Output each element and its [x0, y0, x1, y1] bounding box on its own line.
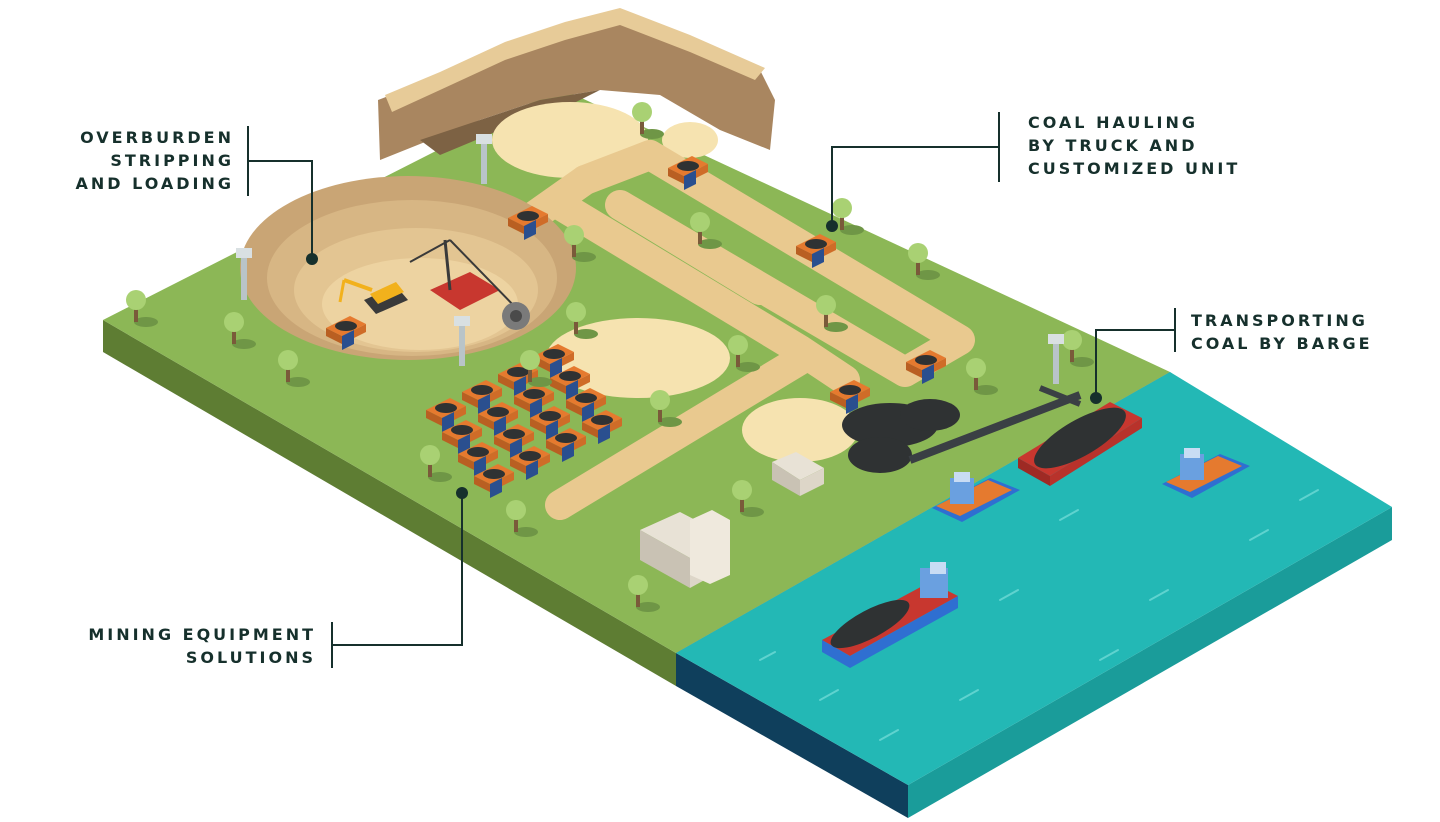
- tree-icon: [1062, 330, 1094, 367]
- dump-truck-icon: [530, 406, 570, 440]
- marker-hauling: [826, 220, 838, 232]
- water-ripples: [759, 489, 1319, 741]
- callout-hauling-line-1: COAL HAULING: [1028, 113, 1199, 132]
- dump-truck-icon: [458, 442, 498, 476]
- callout-coal-hauling: COAL HAULING BY TRUCK AND CUSTOMIZED UNI…: [1028, 111, 1240, 180]
- dump-truck-icon: [546, 428, 586, 462]
- dump-truck-icon: [830, 380, 870, 414]
- tree-icon: [628, 575, 660, 612]
- marker-barge: [1090, 392, 1102, 404]
- callout-mining-line-1: MINING EQUIPMENT: [88, 625, 316, 644]
- sand-small: [662, 122, 718, 158]
- tree-icon: [816, 295, 848, 332]
- dump-truck-icon: [582, 410, 622, 444]
- dump-truck-icon: [550, 366, 590, 400]
- water-side-left: [676, 653, 908, 818]
- tree-icon: [564, 225, 596, 262]
- dump-truck-icon: [508, 206, 548, 240]
- markers: [306, 220, 1102, 499]
- leader-hauling: [831, 112, 1000, 226]
- tree-icon: [650, 390, 682, 427]
- tree-icon: [566, 302, 598, 339]
- leader-lines: [247, 112, 1176, 668]
- coal-barge-icon: [1018, 402, 1142, 486]
- dump-truck-icon: [510, 446, 550, 480]
- excavator-icon: [338, 278, 408, 314]
- callout-overburden-line-2: STRIPPING: [110, 151, 234, 170]
- tree-icon: [506, 500, 538, 537]
- tree-icon: [420, 445, 452, 482]
- callout-hauling-line-3: CUSTOMIZED UNIT: [1028, 159, 1241, 178]
- bucket-wheel-excavator-icon: [409, 239, 530, 330]
- leader-barge: [1095, 308, 1176, 398]
- callout-mining-equipment: MINING EQUIPMENT SOLUTIONS: [88, 623, 316, 669]
- dump-truck-icon: [668, 156, 708, 190]
- leader-overburden: [247, 126, 313, 259]
- callout-hauling-line-2: BY TRUCK AND: [1028, 136, 1198, 155]
- tree-icon: [224, 312, 256, 349]
- dump-truck-icon: [534, 344, 574, 378]
- callout-overburden-line-1: OVERBURDEN: [80, 128, 234, 147]
- dump-truck-icon: [462, 380, 502, 414]
- conveyor: [908, 385, 1082, 464]
- dump-truck-icon: [474, 464, 514, 498]
- dump-truck-icon: [514, 384, 554, 418]
- warehouse-building-icon: [772, 452, 824, 496]
- callout-overburden-line-3: AND LOADING: [75, 174, 234, 193]
- coal-stockpile: [842, 399, 960, 473]
- callout-overburden: OVERBURDEN STRIPPING AND LOADING: [75, 126, 234, 195]
- marker-mining: [456, 487, 468, 499]
- cliff-face: [378, 12, 775, 160]
- sand-lower: [742, 398, 858, 462]
- tree-icon: [908, 243, 940, 280]
- light-tower-icon: [476, 134, 492, 184]
- callout-barge-line-1: TRANSPORTING: [1191, 311, 1368, 330]
- open-pit: [240, 176, 576, 360]
- haul-trucks: [326, 156, 946, 414]
- dump-truck-icon: [796, 234, 836, 268]
- tree-icon: [126, 290, 158, 327]
- callout-mining-line-2: SOLUTIONS: [185, 648, 316, 667]
- trees: [126, 102, 1094, 612]
- cliff-top: [385, 8, 765, 112]
- dump-truck-icon: [442, 420, 482, 454]
- tree-icon: [732, 480, 764, 517]
- office-building-icon: [640, 510, 730, 588]
- light-tower-icon: [454, 316, 470, 366]
- tree-icon: [520, 350, 552, 387]
- truck-fleet: [426, 344, 622, 498]
- grass-side-left: [103, 320, 676, 686]
- marker-overburden: [306, 253, 318, 265]
- tree-icon: [278, 350, 310, 387]
- dump-truck-icon: [478, 402, 518, 436]
- callout-barge-line-2: COAL BY BARGE: [1191, 334, 1373, 353]
- leader-mining: [331, 493, 463, 668]
- cargo-ship-icon: [822, 562, 958, 668]
- dump-truck-icon: [326, 316, 366, 350]
- dump-truck-icon: [426, 398, 466, 432]
- light-tower-icon: [236, 248, 252, 300]
- tree-icon: [632, 102, 664, 139]
- tree-icon: [728, 335, 760, 372]
- light-tower-icon: [1048, 334, 1064, 384]
- water-side-right: [908, 507, 1392, 818]
- tree-icon: [832, 198, 864, 235]
- tugboat-icon: [1162, 448, 1250, 498]
- light-towers: [236, 134, 1064, 384]
- tree-icon: [690, 212, 722, 249]
- dump-truck-icon: [494, 424, 534, 458]
- callout-barge: TRANSPORTING COAL BY BARGE: [1191, 309, 1373, 355]
- dump-truck-icon: [566, 388, 606, 422]
- dump-truck-icon: [906, 350, 946, 384]
- tree-icon: [966, 358, 998, 395]
- tugboat-icon: [932, 472, 1020, 522]
- road-south: [545, 345, 815, 520]
